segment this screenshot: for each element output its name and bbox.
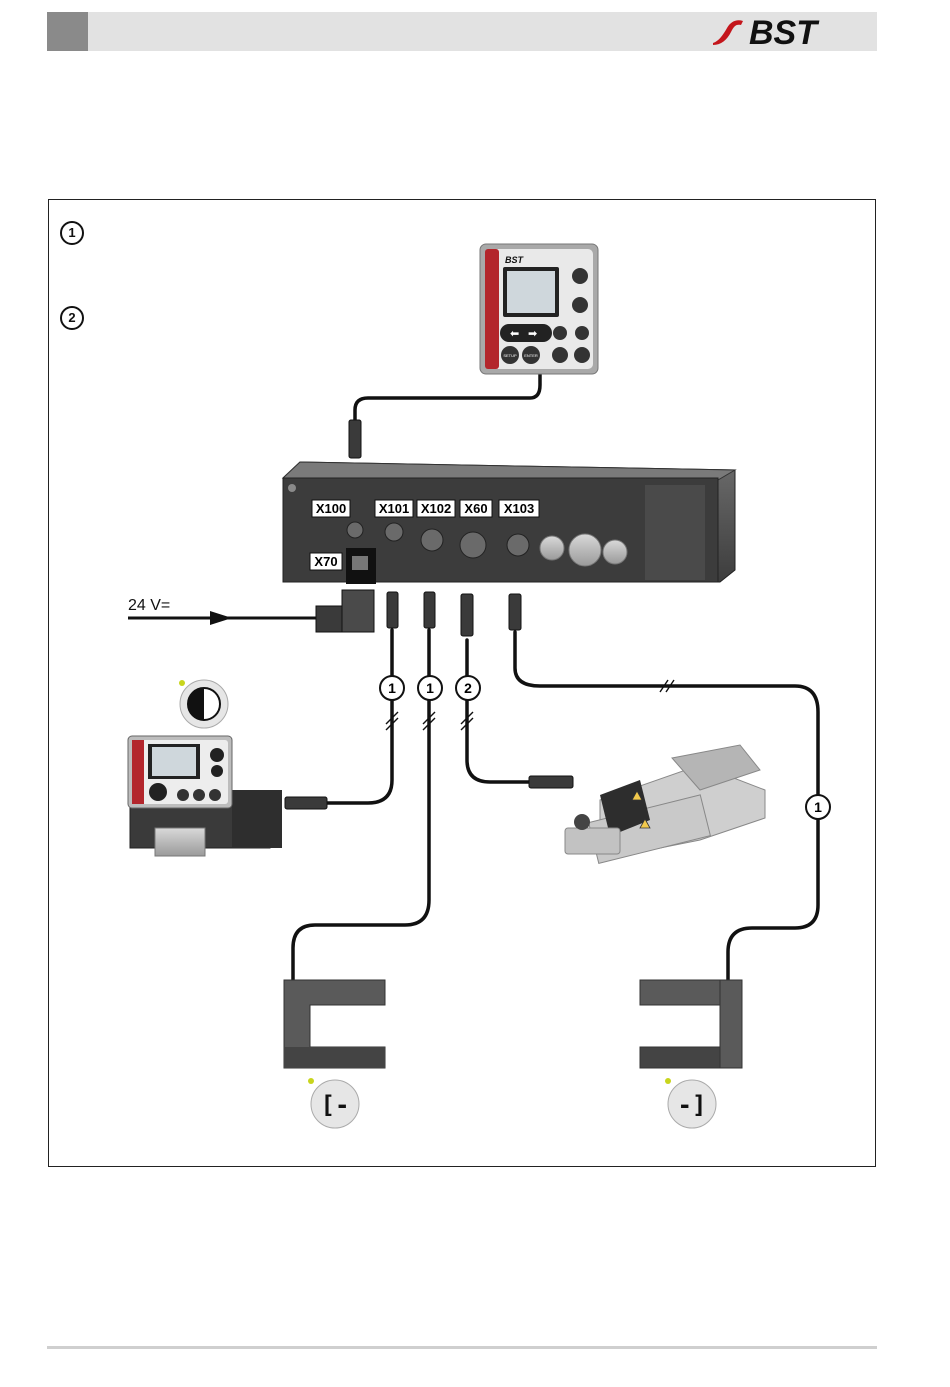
plug-x101 — [387, 592, 398, 628]
navigation-pad-icon — [149, 783, 167, 801]
port-label-x102: X102 — [421, 501, 451, 516]
sensor-left-button-icon — [552, 347, 568, 363]
plug-actuator — [529, 776, 573, 788]
cable-x102-sensor-left — [293, 630, 429, 1008]
cable-marker-x101: 1 — [388, 680, 396, 696]
contrast-indicator — [179, 680, 228, 728]
power-arrow-icon — [210, 611, 232, 625]
port-label-x70: X70 — [314, 554, 337, 569]
cable-x100-operating-unit — [355, 372, 540, 430]
fork-sensor-right: -] — [640, 980, 742, 1128]
plug-sensor-unit — [285, 797, 327, 809]
cable-x101-web-guide-sensor — [325, 630, 392, 803]
sensor-unit-red-panel — [132, 740, 144, 804]
socket-x101 — [385, 523, 403, 541]
cable-gland-1 — [540, 536, 564, 560]
socket-x103 — [507, 534, 529, 556]
power-label: 24 V= — [128, 597, 170, 614]
enter-button-label: ENTER — [524, 353, 538, 358]
actuator — [565, 745, 765, 863]
operating-unit-red-panel — [485, 249, 499, 369]
sensor-left-edge-icon: [- — [321, 1091, 350, 1119]
setup-button-label: SETUP — [503, 353, 517, 358]
cable-x60-actuator — [467, 640, 530, 782]
cable-marker-x60: 2 — [464, 680, 472, 696]
contrast-half-icon — [210, 748, 224, 762]
cable-marker-x103: 1 — [814, 799, 822, 815]
fork-sensor-left: [- — [284, 980, 385, 1128]
led-green-icon — [179, 680, 185, 686]
led-green-icon-right — [665, 1078, 671, 1084]
contrast-button-icon — [553, 326, 567, 340]
operating-unit: BST ⬅ ➡ SETUP ENTER — [480, 244, 598, 374]
center-button-icon — [575, 326, 589, 340]
led-green-icon-left — [308, 1078, 314, 1084]
sensor-unit — [128, 736, 282, 856]
port-label-x103: X103 — [504, 501, 534, 516]
cable-marker-x102: 1 — [426, 680, 434, 696]
actuator-connector — [574, 814, 590, 830]
arrow-keys — [500, 324, 552, 342]
port-label-x100: X100 — [316, 501, 346, 516]
plug-x102 — [424, 592, 435, 628]
arrow-right-icon: ➡ — [528, 327, 537, 340]
sensor-right-edge-icon: -] — [678, 1091, 707, 1119]
arrow-left-icon: ⬅ — [510, 327, 519, 340]
plug-x60 — [461, 594, 473, 636]
sensor-right-button-icon — [574, 347, 590, 363]
port-label-x60: X60 — [464, 501, 487, 516]
cable-gland-2 — [569, 534, 601, 566]
plug-x103 — [509, 594, 521, 630]
socket-x102 — [421, 529, 443, 551]
port-label-x101: X101 — [379, 501, 409, 516]
power-supply-line: 24 V= — [128, 590, 374, 632]
control-box: X100 X101 X102 X60 X103 X70 — [283, 462, 735, 584]
socket-x60 — [460, 532, 486, 558]
footer-line — [47, 1346, 877, 1349]
socket-x100 — [347, 522, 363, 538]
cable-gland-3 — [603, 540, 627, 564]
operating-unit-brand: BST — [505, 255, 525, 265]
plug-x100 — [349, 420, 361, 458]
hand-button-icon — [572, 297, 588, 313]
power-button-icon — [572, 268, 588, 284]
